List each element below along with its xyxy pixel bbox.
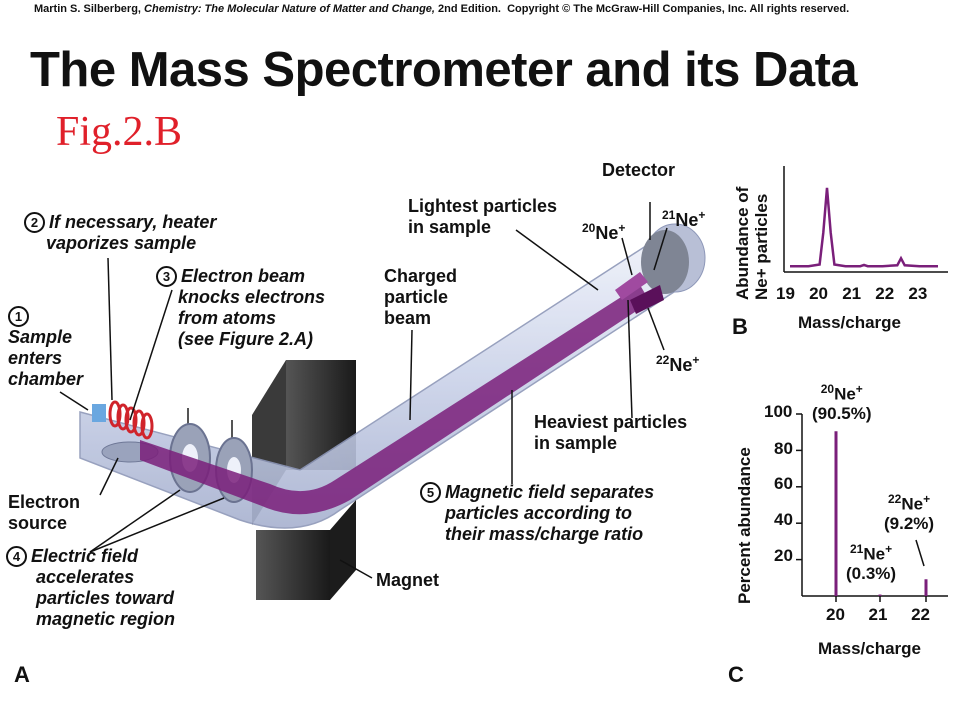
electron-source-label: Electron source — [8, 492, 81, 533]
sample-inlet — [92, 404, 106, 422]
ne22-label: 22Ne+ — [656, 353, 700, 375]
heater-coil — [108, 400, 154, 440]
particle-beam — [140, 285, 650, 515]
page-title: The Mass Spectrometer and its Data — [30, 43, 858, 97]
ne20-label: 20Ne+ — [582, 221, 626, 243]
magnet-bottom — [256, 500, 356, 600]
copyright-line: Martin S. Silberberg, Chemistry: The Mol… — [34, 3, 850, 15]
beam-split-heavy — [630, 285, 664, 314]
panel-b-letter: B — [732, 314, 748, 339]
panel-c-x-label: Mass/charge — [818, 639, 921, 658]
charged-beam-label: Charged particle beam — [384, 266, 458, 328]
peak-20-label: 20Ne+ (90.5%) — [812, 382, 872, 423]
panel-a-letter: A — [14, 662, 30, 687]
figure-reference: Fig.2.B — [56, 109, 183, 155]
panel-c-letter: C — [728, 662, 744, 687]
magnet-label: Magnet — [376, 570, 439, 590]
panel-c-y-label: Percent abundance — [735, 447, 754, 604]
lightest-particles-label: Lightest particles in sample — [408, 196, 558, 237]
peak-22-label: 22Ne+ (9.2%) — [884, 492, 935, 533]
panel-c-x-ticks: 20 21 22 — [826, 605, 931, 624]
panel-b-x-ticks: 19 20 21 22 23 — [776, 284, 928, 303]
beam-split-light — [615, 272, 648, 300]
spectrum-line — [790, 187, 938, 268]
step-1-label: 1 Sample enters chamber — [8, 306, 83, 390]
ne21-label: 21Ne+ — [662, 208, 706, 230]
peak-21-label: 21Ne+ (0.3%) — [846, 542, 897, 583]
detector-disc — [641, 230, 689, 294]
panel-b-x-label: Mass/charge — [798, 313, 901, 332]
detector-label: Detector — [602, 160, 676, 180]
panel-c-y-ticks: 100 80 60 40 20 — [764, 402, 793, 565]
heaviest-particles-label: Heaviest particles in sample — [534, 412, 688, 453]
